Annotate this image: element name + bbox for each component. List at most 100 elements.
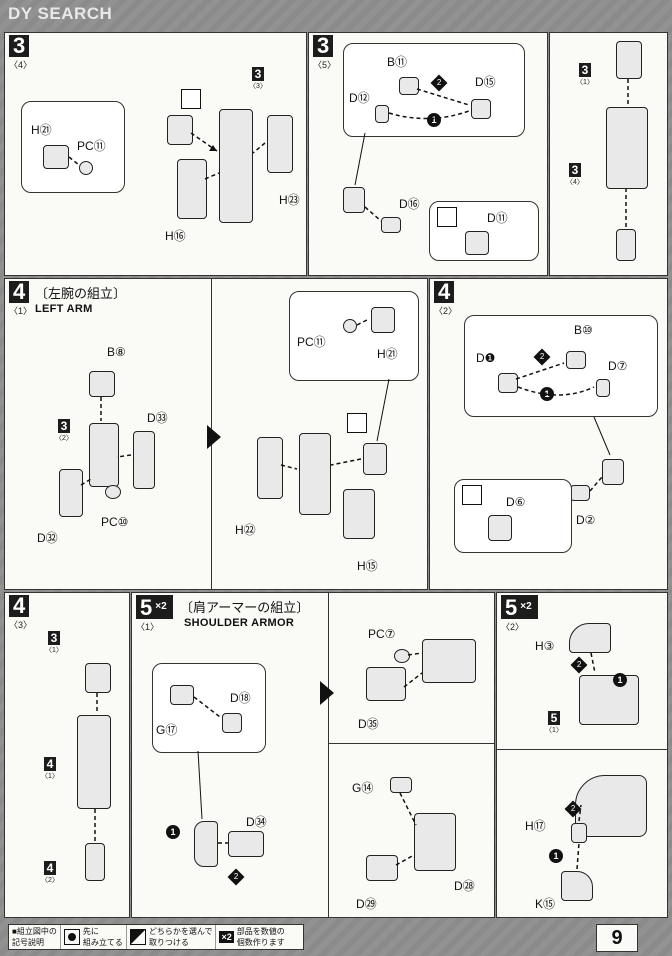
step-badge: 4 〈3〉 — [9, 593, 33, 630]
part-d11-hand — [465, 231, 489, 255]
part-d16 — [381, 217, 401, 233]
panel-step-3-4: 3 〈4〉 3〈3〉 H㉑ PC⑪ H㉓ H⑯ — [4, 32, 307, 276]
part-hand-assembled — [343, 187, 365, 213]
part-d1 — [498, 373, 518, 393]
step-reference-2: 4〈1〉 — [41, 757, 59, 780]
label-d28: D㉘ — [454, 879, 475, 893]
part-pc11 — [79, 161, 93, 175]
label-d35: D㉟ — [358, 717, 379, 731]
choose-one-symbol — [462, 485, 482, 505]
site-header: DY SEARCH — [0, 0, 672, 30]
subassembly-callout — [289, 291, 419, 381]
section-title-jp: 〔左腕の組立〕 — [35, 286, 127, 301]
subassembly-callout — [152, 663, 266, 753]
step-reference-1: 3〈1〉 — [45, 631, 63, 654]
panel-step-4-3: 4 〈3〉 3〈1〉 4〈1〉 4〈2〉 — [4, 592, 130, 918]
assembly-arrows — [576, 652, 596, 870]
next-step-arrow — [207, 425, 221, 449]
part-shoulder-joint — [85, 663, 111, 693]
label-b11: B⑪ — [387, 55, 408, 69]
part-upper-block — [167, 115, 193, 145]
next-step-arrow — [320, 681, 334, 705]
label-g14: G⑭ — [352, 781, 374, 795]
label-h21: H㉑ — [31, 123, 52, 137]
label-d15: D⑮ — [475, 75, 496, 89]
part-arm-core — [89, 423, 119, 487]
part-shoulder-armor — [579, 675, 639, 725]
label-h21: H㉑ — [377, 347, 398, 361]
part-h21 — [371, 307, 395, 333]
part-armor-curve — [194, 821, 218, 867]
part-upper-arm — [219, 109, 253, 223]
assembly-arrows — [625, 79, 629, 227]
step-reference: 3〈3〉 — [249, 67, 267, 90]
order-1: 1 — [549, 849, 563, 863]
panel-step-5-1: 5×2 〈1〉 〔肩アーマーの組立〕 SHOULDER ARMOR D⑱ G⑰ … — [131, 592, 495, 918]
part-hand-assembled — [602, 459, 624, 485]
part-hand-joint — [85, 843, 105, 881]
assemble-first-symbol — [181, 89, 201, 109]
step-reference: 5〈1〉 — [545, 711, 563, 734]
panel-arm-combine: 3〈1〉 3〈4〉 — [549, 32, 668, 276]
part-h16 — [177, 159, 207, 219]
label-h22: H㉒ — [235, 523, 256, 537]
part-h23 — [267, 115, 293, 173]
step-badge: 3 〈4〉 — [9, 33, 33, 70]
label-d18: D⑱ — [230, 691, 251, 705]
part-d28 — [414, 813, 456, 871]
label-h23: H㉓ — [279, 193, 300, 207]
panel-step-3-5: 3 〈5〉 2 1 B⑪ D⑮ D⑫ D⑯ D⑪ — [308, 32, 548, 276]
panel-step-4-1: 4 〈1〉 〔左腕の組立〕 LEFT ARM 3〈2〉 B⑧ D㉝ PC⑩ D㉜… — [4, 278, 428, 590]
part-h3 — [569, 623, 611, 653]
assembly-arrows — [94, 693, 98, 841]
step-badge: 4 〈2〉 — [434, 279, 458, 316]
order-1: 1 — [166, 825, 180, 839]
step-badge: 5×2 〈1〉 — [136, 595, 173, 633]
label-d16: D⑯ — [399, 197, 420, 211]
assembly-arrows — [68, 132, 266, 180]
label-pc10: PC⑩ — [101, 515, 129, 529]
part-g14 — [390, 777, 412, 793]
part-h21 — [43, 145, 69, 169]
choose-one-icon — [129, 929, 146, 945]
part-b8 — [89, 371, 115, 397]
label-d32: D㉜ — [37, 531, 58, 545]
part-pc10 — [105, 485, 121, 499]
label-d34: D㉞ — [246, 815, 267, 829]
part-d18 — [222, 713, 242, 733]
part-d34 — [228, 831, 264, 857]
assembly-arrows — [193, 652, 423, 866]
label-k15: K⑮ — [535, 897, 556, 911]
part-k15 — [561, 871, 593, 901]
choose-one-symbol — [437, 207, 457, 227]
part-b11 — [399, 77, 419, 95]
part-d33 — [133, 431, 155, 489]
label-d7: D⑦ — [608, 359, 628, 373]
step-reference: 3〈2〉 — [55, 419, 73, 442]
label-d29: D㉙ — [356, 897, 377, 911]
part-left-arm — [77, 715, 111, 809]
label-pc11: PC⑪ — [77, 139, 106, 153]
label-b10: B⑩ — [574, 323, 593, 337]
site-logo[interactable]: DY SEARCH — [8, 4, 113, 23]
assembly-arrows — [515, 362, 611, 492]
part-pc11 — [343, 319, 357, 333]
order-1: 1 — [427, 113, 441, 127]
part-d32 — [59, 469, 83, 517]
assembly-arrows — [354, 88, 470, 222]
part-d6-hand — [488, 515, 512, 541]
step-badge: 4 〈1〉 — [9, 279, 33, 316]
panel-step-5-2: 5×2 〈2〉 2 1 5〈1〉 H③ 2 1 H⑰ K⑮ — [496, 592, 668, 918]
label-h3: H③ — [535, 639, 555, 653]
part-g17 — [170, 685, 194, 705]
label-d11: D⑪ — [487, 211, 508, 225]
panel-step-4-2: 4 〈2〉 2 1 B⑩ D❶ D⑦ D⑥ D② — [429, 278, 668, 590]
multiply-icon: ×2 — [219, 931, 234, 943]
step-reference-3: 4〈2〉 — [41, 861, 59, 884]
label-pc7: PC⑦ — [368, 627, 396, 641]
part-d15 — [471, 99, 491, 119]
label-h17: H⑰ — [525, 819, 546, 833]
label-b8: B⑧ — [107, 345, 126, 359]
part-h21-side — [363, 443, 387, 475]
